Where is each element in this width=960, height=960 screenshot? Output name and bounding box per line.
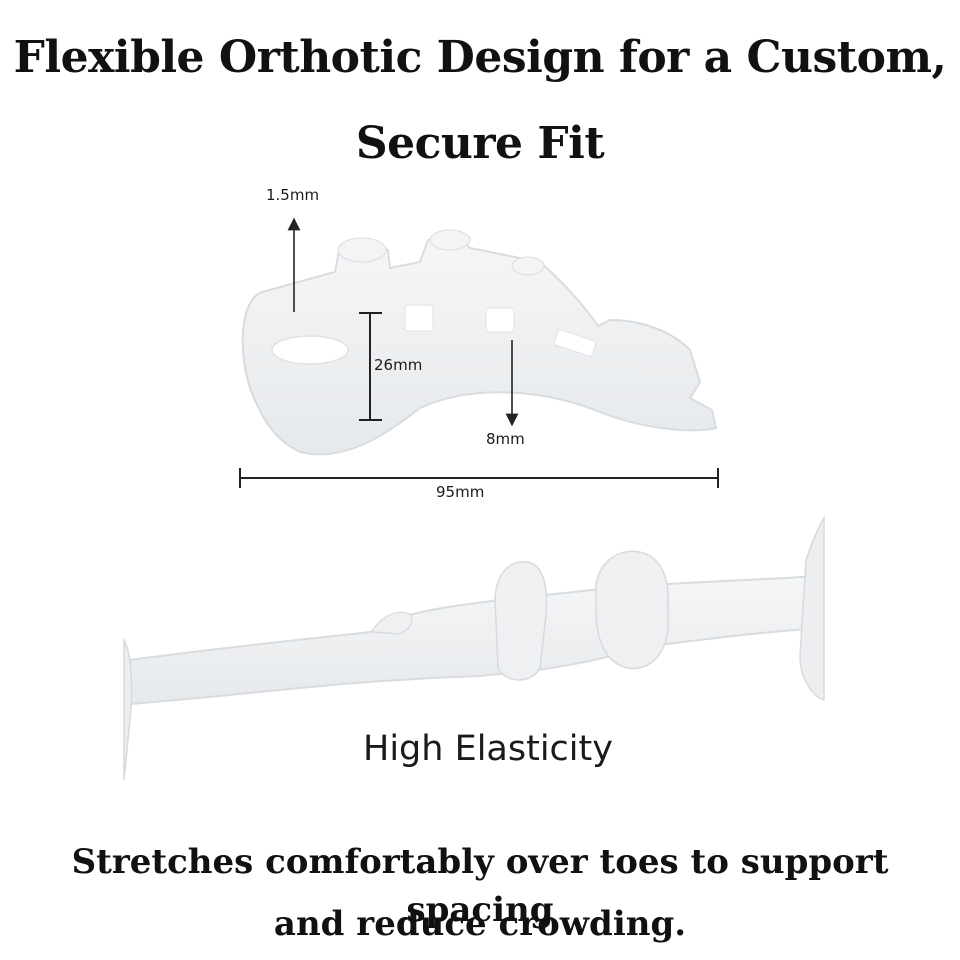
- post-3: [511, 256, 545, 276]
- knob-2: [595, 550, 670, 670]
- footer-line-2: and reduce crowding.: [273, 904, 687, 944]
- stretched-separator-view: [123, 515, 825, 781]
- knob-1: [494, 561, 548, 681]
- height-label: 26mm: [374, 356, 422, 374]
- post-2: [429, 229, 471, 251]
- toe-separator-side-view: [241, 229, 718, 456]
- dimension-annotations: 1.5mm 26mm 8mm 95mm: [239, 186, 719, 501]
- end-loop-right: [799, 515, 825, 702]
- length-label: 95mm: [436, 483, 484, 501]
- slot-2: [485, 307, 515, 333]
- stretched-strip: [129, 574, 824, 706]
- separator-body: [241, 230, 718, 456]
- thickness-label: 1.5mm: [266, 186, 319, 204]
- page-title-line-1: Flexible Orthotic Design for a Custom,: [13, 32, 947, 83]
- elasticity-caption: High Elasticity: [363, 729, 613, 769]
- footer-line-1: Stretches comfortably over toes to suppo…: [71, 842, 889, 930]
- slot-3: [553, 329, 597, 357]
- page-title-line-2: Secure Fit: [355, 118, 605, 169]
- depth-label: 8mm: [486, 430, 525, 448]
- post-1: [337, 237, 387, 263]
- end-loop-left: [123, 637, 133, 781]
- small-nub: [371, 611, 413, 635]
- loop-hole: [271, 335, 349, 365]
- slot-1: [404, 304, 434, 332]
